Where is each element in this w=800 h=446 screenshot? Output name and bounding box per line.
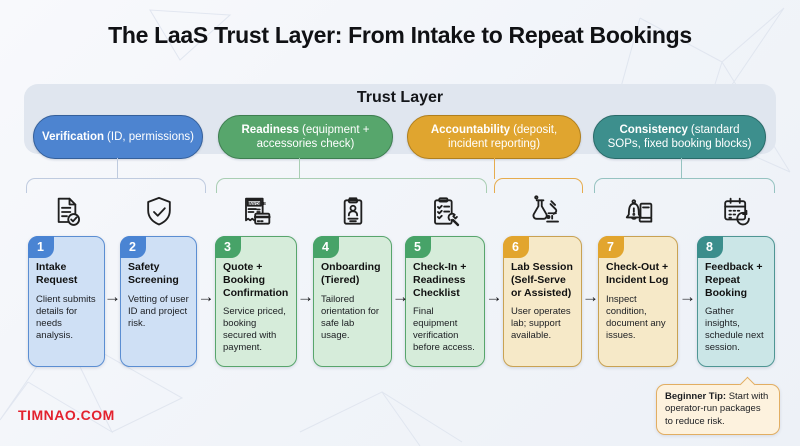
arrow-right-icon: → [297, 287, 314, 306]
bracket-readiness-steps-3-5 [216, 178, 487, 193]
calendar-repeat-icon [697, 191, 775, 233]
site-watermark: TIMNAO.COM [18, 407, 115, 423]
pill-verification: Verification(ID, permissions) [33, 115, 203, 159]
arrow-right-icon: → [104, 287, 121, 306]
bracket-consistency-steps-7-8 [594, 178, 775, 193]
connector-verification [117, 158, 118, 179]
connector-accountability [494, 158, 495, 179]
trust-layer-heading: Trust Layer [356, 89, 444, 106]
svg-text:INVOICE: INVOICE [248, 201, 266, 206]
beginner-tip-label: Beginner Tip: [665, 391, 727, 402]
step-title: Check-Out + Incident Log [606, 261, 669, 286]
step-card-5: 5 Check-In + Readiness Checklist Final e… [404, 235, 485, 367]
step-number-badge: 5 [404, 235, 431, 258]
step-title: Onboarding (Tiered) [321, 261, 381, 286]
step-description: Gather insights, schedule next session. [705, 306, 764, 354]
pill-consistency-label: Consistency(standard SOPs, fixed booking… [607, 123, 752, 150]
checklist-wrench-icon [405, 191, 485, 233]
bracket-accountability-step-6 [494, 178, 583, 193]
pill-readiness-label: Readiness(equipment + accessories check) [241, 123, 370, 150]
step-card-6: 6 Lab Session (Self-Serve or Assisted) U… [502, 235, 582, 367]
step-description: User operates lab; support available. [511, 306, 571, 342]
arrow-right-icon: → [485, 287, 503, 306]
step-number-badge: 8 [696, 235, 723, 258]
step-title: Lab Session (Self-Serve or Assisted) [511, 261, 573, 299]
pill-consistency: Consistency(standard SOPs, fixed booking… [593, 115, 766, 159]
bell-log-icon [598, 191, 678, 233]
pill-accountability: Accountability(deposit, incident reporti… [407, 115, 581, 159]
step-description: Final equipment verification before acce… [413, 306, 475, 354]
step-description: Inspect condition, document any issues. [606, 293, 666, 341]
page-title: The LaaS Trust Layer: From Intake to Rep… [108, 22, 692, 48]
pill-verification-label: Verification(ID, permissions) [42, 130, 194, 143]
connector-readiness [299, 158, 300, 179]
step-number-badge: 3 [214, 235, 241, 258]
step-card-7: 7 Check-Out + Incident Log Inspect condi… [597, 235, 678, 367]
step-description: Service priced, booking secured with pay… [223, 306, 286, 354]
step-description: Client submits details for needs analysi… [36, 293, 96, 341]
step-title: Check-In + Readiness Checklist [413, 261, 467, 299]
step-title: Intake Request [36, 261, 78, 286]
lab-equipment-icon [503, 191, 582, 233]
connector-consistency [681, 158, 682, 179]
step-title: Safety Screening [128, 261, 179, 286]
arrow-right-icon: → [392, 287, 409, 306]
step-description: Vetting of user ID and project risk. [128, 293, 189, 329]
step-number-badge: 1 [27, 235, 54, 258]
step-description: Tailored orientation for safe lab usage. [321, 293, 380, 341]
step-number-badge: 2 [119, 235, 146, 258]
shield-check-icon [120, 191, 197, 233]
invoice-payment-icon: INVOICE [215, 191, 297, 233]
arrow-right-icon: → [197, 287, 215, 306]
step-title: Feedback + Repeat Booking [705, 261, 763, 299]
clipboard-user-icon [313, 191, 392, 233]
step-number-badge: 4 [312, 235, 339, 258]
step-number-badge: 7 [597, 235, 624, 258]
step-number-badge: 6 [502, 235, 529, 258]
beginner-tip-callout: Beginner Tip: Start with operator-run pa… [656, 384, 780, 436]
bracket-verification-steps-1-2 [26, 178, 206, 193]
step-card-2: 2 Safety Screening Vetting of user ID an… [119, 235, 197, 367]
pill-accountability-label: Accountability(deposit, incident reporti… [430, 123, 558, 150]
step-card-4: 4 Onboarding (Tiered) Tailored orientati… [312, 235, 392, 367]
pill-readiness: Readiness(equipment + accessories check) [218, 115, 393, 159]
step-card-3: 3 Quote + Booking Confirmation Service p… [214, 235, 297, 367]
step-card-1: 1 Intake Request Client submits details … [27, 235, 105, 367]
step-card-8: 8 Feedback + Repeat Booking Gather insig… [696, 235, 775, 367]
step-title: Quote + Booking Confirmation [223, 261, 289, 299]
arrow-right-icon: → [582, 287, 599, 306]
document-check-icon [28, 191, 105, 233]
arrow-right-icon: → [679, 287, 696, 306]
beginner-tip-text: Start with operator-run packages to redu… [665, 391, 769, 427]
